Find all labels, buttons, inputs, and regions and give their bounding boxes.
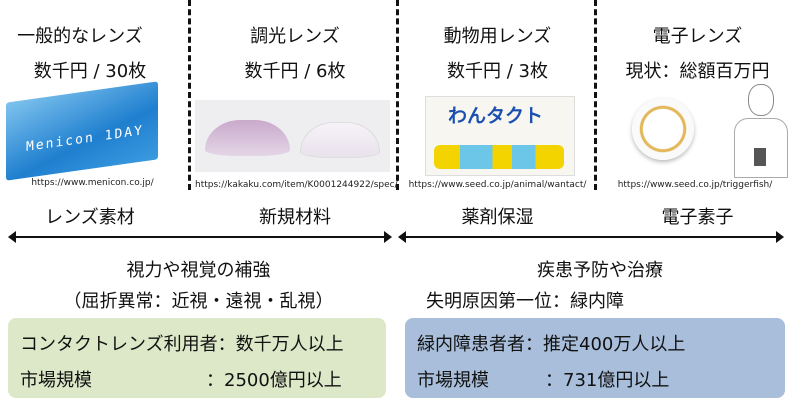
column-price: 数千円 / 30枚	[33, 61, 147, 82]
source-url: https://www.seed.co.jp/triggerfish/	[617, 180, 773, 190]
market-size-label: 市場規模	[417, 370, 489, 391]
person-wearing-device-image	[730, 84, 790, 179]
menicon-product-image: Menicon 1DAY	[6, 81, 158, 181]
column-price: 数千円 / 3枚	[447, 61, 548, 82]
smart-lens-image	[632, 98, 694, 160]
photochromic-lens-image	[195, 100, 390, 172]
market-size-value: ：2500億円以上	[206, 370, 342, 391]
users-stat: コンタクトレンズ利用者：数千万人以上	[20, 334, 344, 355]
material-label: 新規材料	[259, 207, 331, 228]
column-price: 数千円 / 6枚	[244, 61, 346, 82]
column-price: 現状：総額百万円	[625, 61, 770, 82]
recorder	[754, 148, 766, 166]
source-url: https://kakaku.com/item/K0001244922/spec…	[195, 180, 398, 190]
product-label: Menicon 1DAY	[26, 123, 144, 155]
left-market-box: コンタクトレンズ利用者：数千万人以上 市場規模 ：2500億円以上	[8, 318, 386, 398]
divider	[396, 0, 399, 190]
head	[748, 84, 774, 116]
column-title: 動物用レンズ	[443, 26, 552, 47]
torso	[734, 118, 788, 178]
dogs-illustration	[434, 145, 564, 169]
right-range-arrow	[398, 231, 784, 243]
material-label: 電子素子	[661, 207, 734, 228]
right-market-box: 緑内障患者者：推定400万人以上 市場規模 ：731億円以上	[405, 318, 785, 398]
wantact-product-image: わんタクト	[425, 96, 575, 176]
column-title: 電子レンズ	[652, 26, 743, 47]
clear-lens	[300, 122, 380, 158]
divider	[188, 0, 191, 190]
left-subheading: （屈折異常：近視・遠視・乱視）	[63, 291, 334, 312]
left-heading: 視力や視覚の補強	[126, 260, 271, 281]
left-range-arrow	[8, 231, 392, 243]
market-size-value: ：731億円以上	[545, 370, 670, 391]
column-title: 調光レンズ	[250, 26, 340, 47]
source-url: https://www.seed.co.jp/animal/wantact/	[408, 180, 587, 190]
tinted-lens	[205, 120, 290, 156]
market-size-label: 市場規模	[20, 370, 92, 391]
source-url: https://www.menicon.co.jp/	[31, 178, 154, 188]
right-heading: 疾患予防や治療	[537, 260, 663, 281]
right-subheading: 失明原因第一位：緑内障	[426, 291, 624, 312]
product-label: わんタクト	[448, 105, 544, 127]
patients-stat: 緑内障患者者：推定400万人以上	[417, 334, 686, 355]
material-label: レンズ素材	[45, 207, 135, 228]
column-title: 一般的なレンズ	[17, 26, 143, 47]
divider	[594, 0, 597, 190]
material-label: 薬剤保湿	[461, 207, 534, 228]
